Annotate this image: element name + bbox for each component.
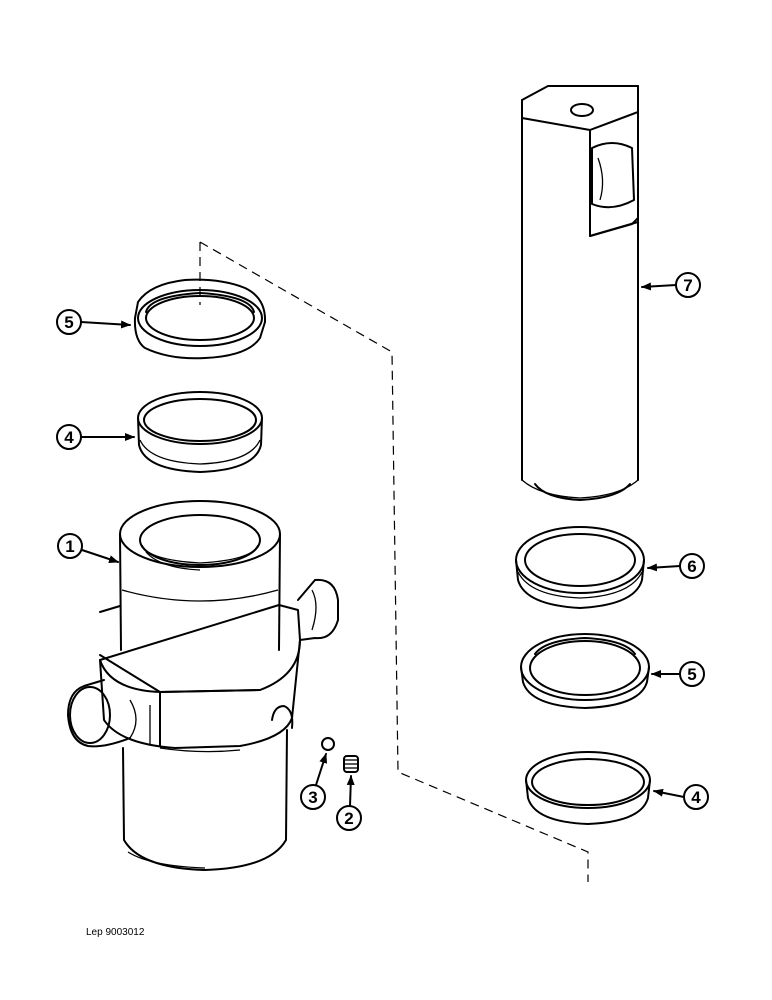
callout-6: 6 xyxy=(647,553,705,579)
assembly-dashed-line xyxy=(199,241,589,882)
wear-ring-right xyxy=(525,751,651,825)
cylinder-body xyxy=(67,500,339,871)
set-screw xyxy=(343,755,359,773)
callout-4-right: 4 xyxy=(653,784,709,810)
callout-5-right: 5 xyxy=(651,661,705,687)
seal-ring-left xyxy=(133,278,267,360)
callout-3: 3 xyxy=(300,753,328,810)
callout-7: 7 xyxy=(641,272,701,298)
piston-rod xyxy=(521,85,639,501)
svg-text:4: 4 xyxy=(691,788,701,807)
svg-text:6: 6 xyxy=(687,557,696,576)
svg-text:5: 5 xyxy=(64,313,73,332)
wear-ring-left xyxy=(137,391,263,473)
svg-text:5: 5 xyxy=(687,665,696,684)
check-ball xyxy=(321,737,335,751)
svg-text:2: 2 xyxy=(344,809,353,828)
callout-5-left: 5 xyxy=(56,309,131,335)
figure-reference: Lep 9003012 xyxy=(86,927,145,938)
ring-6 xyxy=(515,526,645,609)
svg-text:7: 7 xyxy=(683,276,692,295)
svg-text:4: 4 xyxy=(64,428,74,447)
callout-2: 2 xyxy=(336,775,362,831)
callout-1: 1 xyxy=(57,533,119,563)
svg-text:3: 3 xyxy=(308,788,317,807)
callout-4-left: 4 xyxy=(56,424,135,450)
svg-text:1: 1 xyxy=(65,537,74,556)
seal-ring-right xyxy=(520,633,650,709)
